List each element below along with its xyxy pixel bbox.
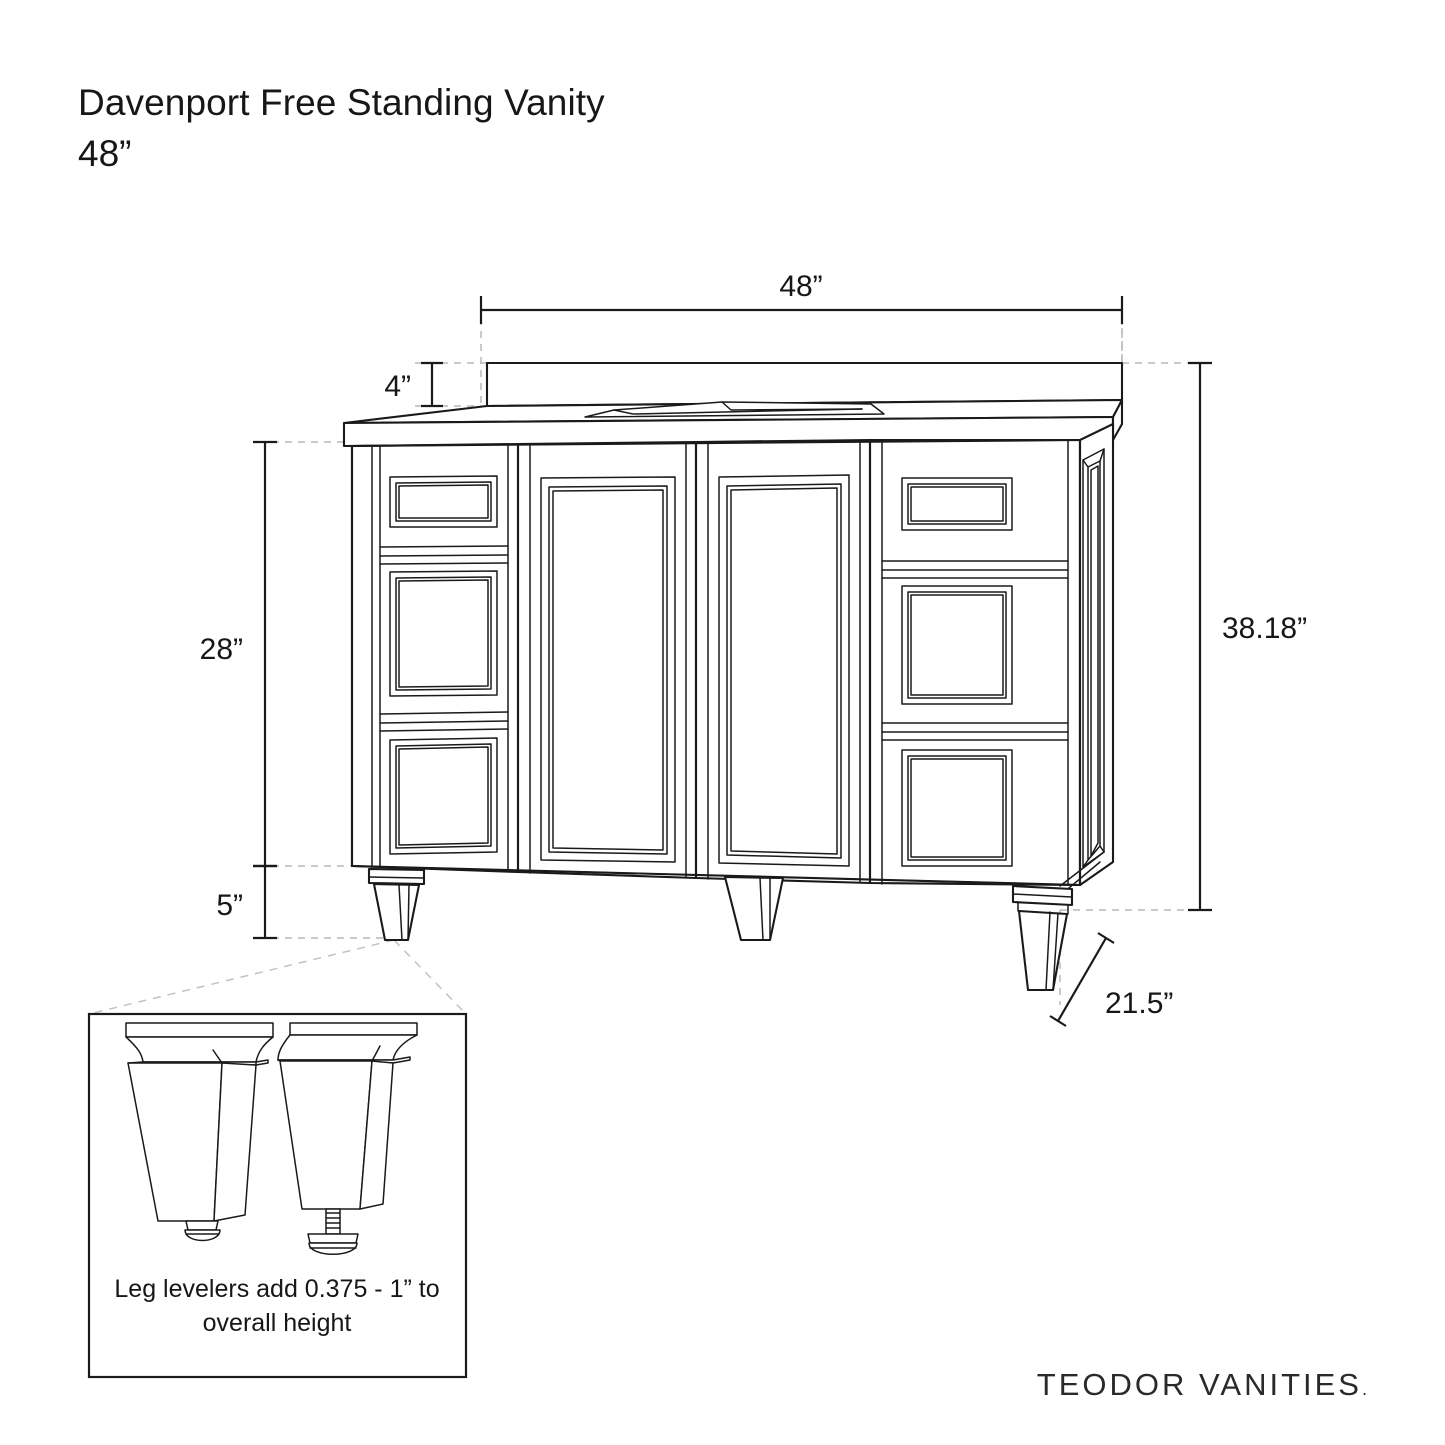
leg-detail-caption-line1: Leg levelers add 0.375 - 1” to bbox=[114, 1275, 439, 1303]
title-block: Davenport Free Standing Vanity 48” bbox=[78, 78, 978, 180]
right-drawer-3[interactable] bbox=[901, 749, 1013, 867]
leg-detail-inset: Leg levelers add 0.375 - 1” to overall h… bbox=[87, 1012, 468, 1379]
leg-detail-right bbox=[277, 1022, 418, 1255]
dimension-overall-height: 38.18” bbox=[1188, 361, 1307, 912]
right-drawer-bank bbox=[868, 438, 1082, 887]
page-subtitle-size: 48” bbox=[78, 133, 132, 174]
brand-mark: . bbox=[1361, 1379, 1367, 1399]
left-drawer-2[interactable] bbox=[379, 570, 509, 732]
page-title: Davenport Free Standing Vanity bbox=[78, 82, 605, 123]
dimension-leg-height-label: 5” bbox=[216, 889, 243, 922]
right-drawer-2[interactable] bbox=[881, 585, 1069, 741]
backsplash bbox=[485, 361, 1124, 408]
sink-basin bbox=[584, 401, 885, 418]
vanity-illustration bbox=[342, 361, 1124, 992]
left-drawer-1[interactable] bbox=[379, 475, 509, 565]
leg-left-front bbox=[367, 867, 426, 942]
dimension-backsplash: 4” bbox=[384, 361, 443, 408]
left-drawer-3[interactable] bbox=[389, 737, 498, 855]
dimension-width-label: 48” bbox=[779, 270, 822, 303]
leg-center bbox=[723, 875, 785, 942]
dimension-overall-height-label: 38.18” bbox=[1222, 612, 1307, 645]
dimension-leg-height: 5” bbox=[216, 864, 277, 940]
leg-detail-callout-lines bbox=[88, 939, 467, 1015]
brand-logo: TEODOR VANITIES. bbox=[1037, 1367, 1367, 1403]
dimension-counter-height: 28” bbox=[200, 440, 277, 868]
cabinet-body bbox=[350, 422, 1115, 887]
right-side-panel bbox=[1059, 448, 1105, 894]
dimension-counter-height-label: 28” bbox=[200, 633, 243, 666]
leg-right-front bbox=[1011, 884, 1074, 992]
leg-detail-caption-line2: overall height bbox=[203, 1309, 352, 1337]
dimension-backsplash-label: 4” bbox=[384, 370, 411, 403]
brand-name: TEODOR VANITIES bbox=[1036, 1367, 1362, 1402]
dimension-width: 48” bbox=[479, 270, 1124, 324]
cabinet-base-rail bbox=[351, 865, 1081, 886]
dimension-depth-label: 21.5” bbox=[1105, 987, 1173, 1020]
right-drawer-1[interactable] bbox=[881, 477, 1069, 579]
leg-detail-left bbox=[125, 1022, 274, 1242]
dimension-depth: 21.5” bbox=[1049, 932, 1173, 1027]
right-cabinet-door[interactable] bbox=[694, 438, 872, 885]
